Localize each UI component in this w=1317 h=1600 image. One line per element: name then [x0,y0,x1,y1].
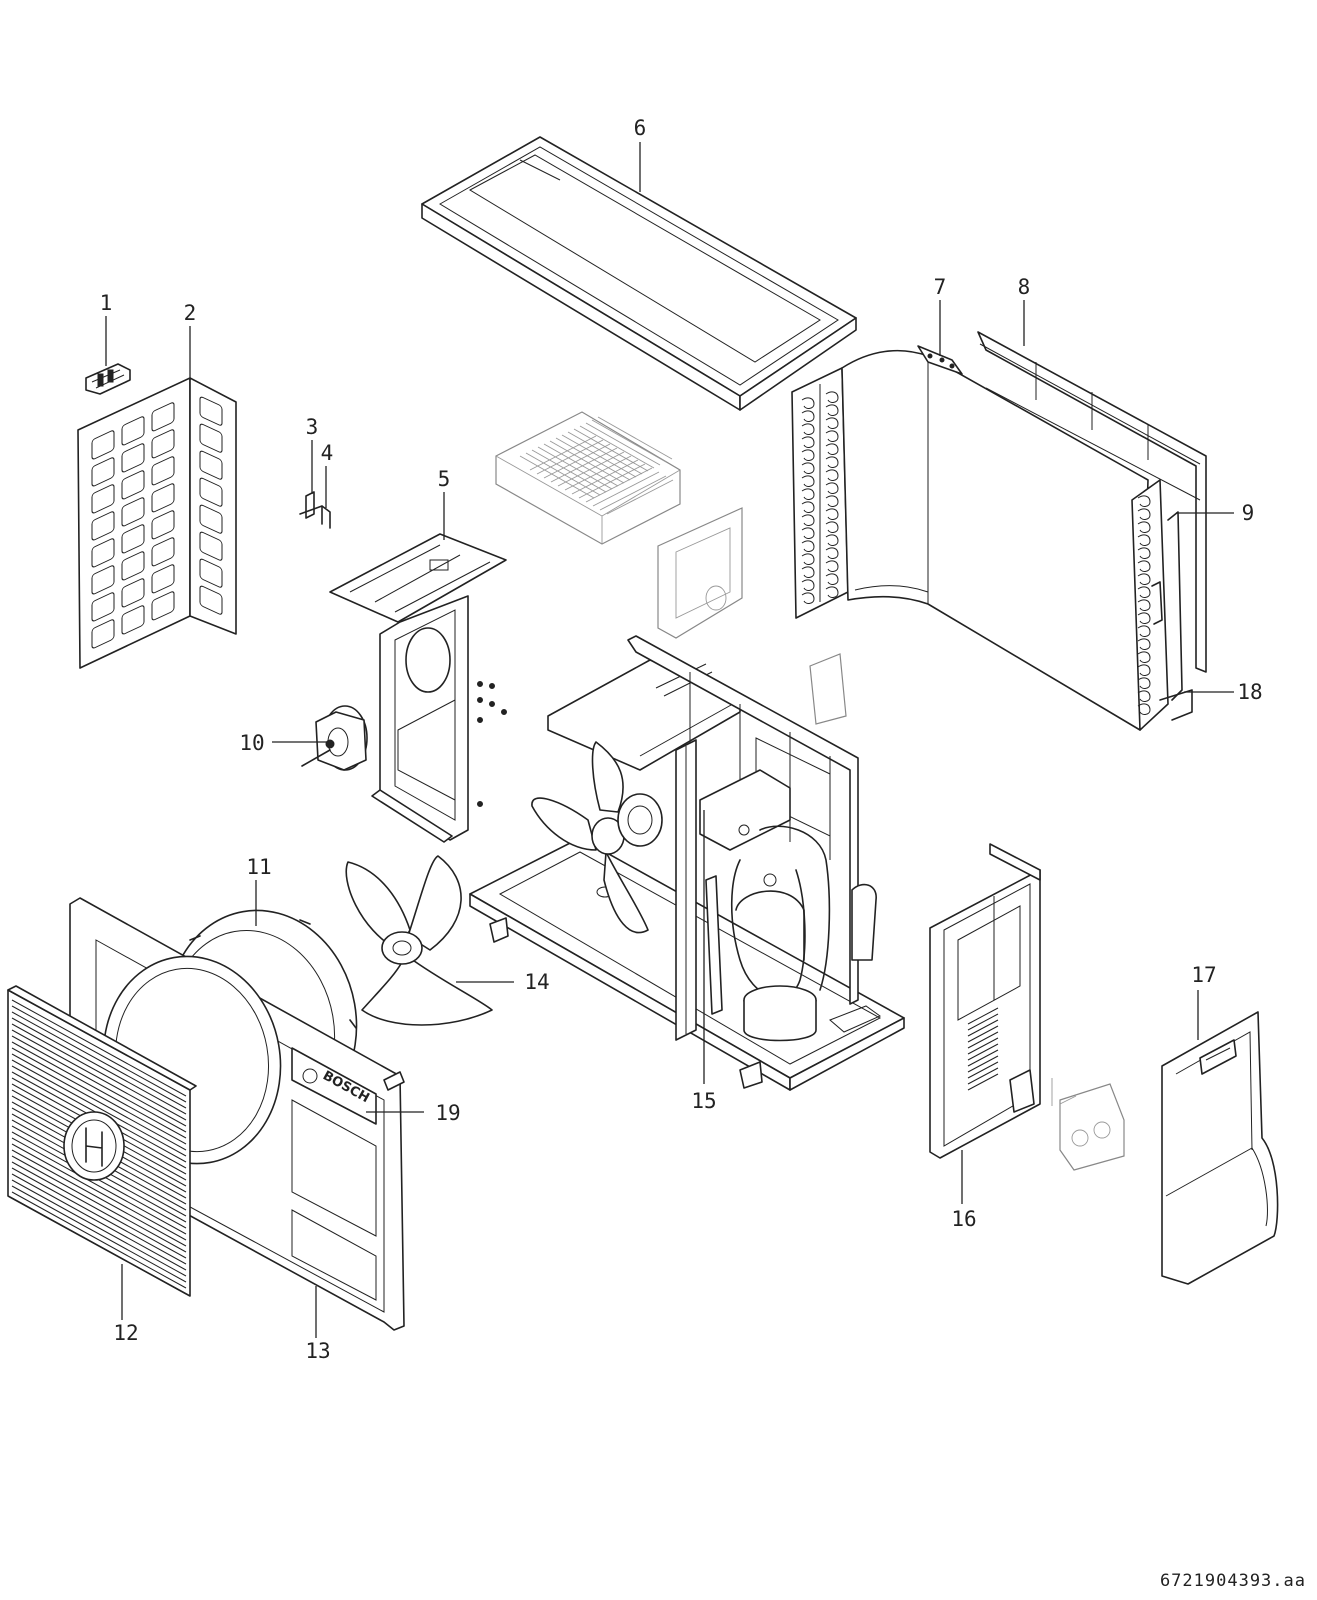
callout-1: 1 [100,291,113,315]
part-valve-cover [1161,1011,1279,1285]
part-handle-clip [85,363,131,395]
callout-17: 17 [1191,963,1216,987]
part-motor-bracket-partition [329,533,507,843]
callout-14: 14 [524,970,549,994]
callout-19: 19 [435,1101,460,1125]
leader-lines [105,142,1234,1338]
callout-labels: 1 2 3 4 5 6 7 8 9 10 11 12 13 14 15 16 1… [100,116,1263,1363]
callout-15: 15 [691,1089,716,1113]
part-inner-frame [547,635,877,1042]
callout-8: 8 [1018,275,1031,299]
callout-3: 3 [306,415,319,439]
part-front-grille [7,985,197,1297]
document-number: 6721904393.aa [1160,1571,1306,1591]
callout-6: 6 [634,116,647,140]
part-top-cover [421,136,857,411]
callout-7: 7 [934,275,947,299]
part-right-side-panel [929,843,1041,1159]
callout-5: 5 [438,467,451,491]
part-electrical-box-ghost [495,411,847,725]
callout-2: 2 [184,301,197,325]
callout-13: 13 [305,1339,330,1363]
callout-16: 16 [951,1207,976,1231]
part-fan-installed [531,741,663,934]
callout-18: 18 [1237,680,1262,704]
part-heat-exchanger [791,345,1193,731]
callout-9: 9 [1242,501,1255,525]
callout-12: 12 [113,1321,138,1345]
part-side-grille-panel [77,377,237,669]
part-rear-grille [977,331,1207,673]
part-fan-motor [301,705,368,771]
callout-10: 10 [239,731,264,755]
part-brackets [299,491,331,529]
callout-4: 4 [321,441,334,465]
part-fan-blade [345,855,493,1026]
part-service-valves-ghost [1051,1078,1125,1171]
callout-11: 11 [246,855,271,879]
